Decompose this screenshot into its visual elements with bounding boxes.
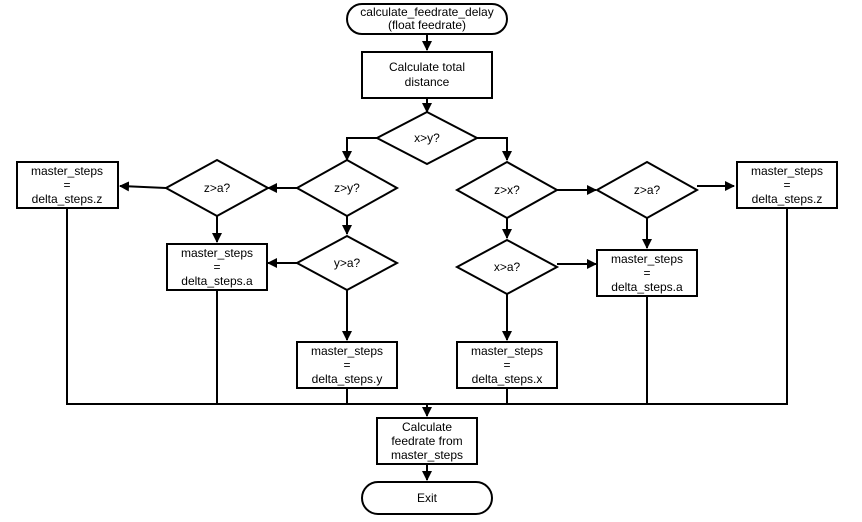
box-master-steps-a-right: master_steps = delta_steps.a [596, 249, 698, 297]
box-a-right-line3: delta_steps.a [611, 280, 683, 294]
box-y-line1: master_steps [311, 344, 383, 358]
decision-x-gt-y: x>y? [374, 110, 480, 166]
decision-z-gt-y-label: z>y? [334, 181, 360, 195]
start-label-line1: calculate_feedrate_delay [360, 5, 493, 19]
decision-z-gt-x-label: z>x? [494, 183, 520, 197]
calc-distance-node: Calculate total distance [361, 51, 493, 99]
box-z-left-line1: master_steps [31, 164, 103, 178]
box-y-line3: delta_steps.y [312, 372, 383, 386]
box-x-line1: master_steps [471, 344, 543, 358]
box-z-left-line3: delta_steps.z [32, 192, 103, 206]
box-a-right-line2: = [643, 266, 650, 280]
box-x-line3: delta_steps.x [472, 372, 543, 386]
edge-merge-bus [66, 208, 788, 405]
box-master-steps-x: master_steps = delta_steps.x [456, 341, 558, 389]
box-a-left-line2: = [213, 260, 220, 274]
edges [66, 34, 788, 481]
decision-z-gt-a-left: z>a? [163, 158, 271, 218]
decision-z-gt-a-left-label: z>a? [204, 181, 231, 195]
decision-y-gt-a-label: y>a? [334, 256, 361, 270]
decision-z-gt-a-right: z>a? [594, 160, 700, 220]
box-z-left-line2: = [63, 178, 70, 192]
box-a-left-line3: delta_steps.a [181, 274, 253, 288]
box-master-steps-z-left: master_steps = delta_steps.z [16, 161, 119, 209]
box-x-line2: = [503, 358, 510, 372]
calc-feedrate-line1: Calculate [402, 420, 452, 434]
calc-feedrate-node: Calculate feedrate from master_steps [376, 417, 478, 465]
box-a-left-line1: master_steps [181, 246, 253, 260]
decision-y-gt-a: y>a? [294, 234, 400, 292]
decision-z-gt-x: z>x? [454, 160, 560, 220]
start-label-line2: (float feedrate) [388, 18, 466, 32]
box-master-steps-a-left: master_steps = delta_steps.a [166, 243, 268, 291]
exit-node: Exit [361, 481, 493, 515]
edge-xy-right [477, 137, 512, 161]
box-a-right-line1: master_steps [611, 252, 683, 266]
decision-x-gt-a-label: x>a? [494, 260, 521, 274]
box-master-steps-z-right: master_steps = delta_steps.z [736, 161, 838, 209]
box-y-line2: = [343, 358, 350, 372]
start-node: calculate_feedrate_delay (float feedrate… [346, 3, 508, 35]
decision-x-gt-y-label: x>y? [414, 131, 440, 145]
edge-xy-left [342, 137, 377, 161]
box-z-right-line1: master_steps [751, 164, 823, 178]
calc-distance-line2: distance [405, 75, 450, 89]
box-master-steps-y: master_steps = delta_steps.y [296, 341, 398, 389]
exit-label: Exit [417, 491, 438, 505]
decision-x-gt-a: x>a? [454, 238, 560, 296]
box-z-right-line3: delta_steps.z [752, 192, 823, 206]
edge-za-left-to-box-z-left [119, 181, 167, 192]
calc-feedrate-line3: master_steps [391, 448, 463, 462]
box-z-right-line2: = [783, 178, 790, 192]
calc-distance-line1: Calculate total [389, 60, 465, 74]
decision-z-gt-a-right-label: z>a? [634, 183, 661, 197]
decision-z-gt-y: z>y? [294, 158, 400, 218]
calc-feedrate-line2: feedrate from [391, 434, 462, 448]
